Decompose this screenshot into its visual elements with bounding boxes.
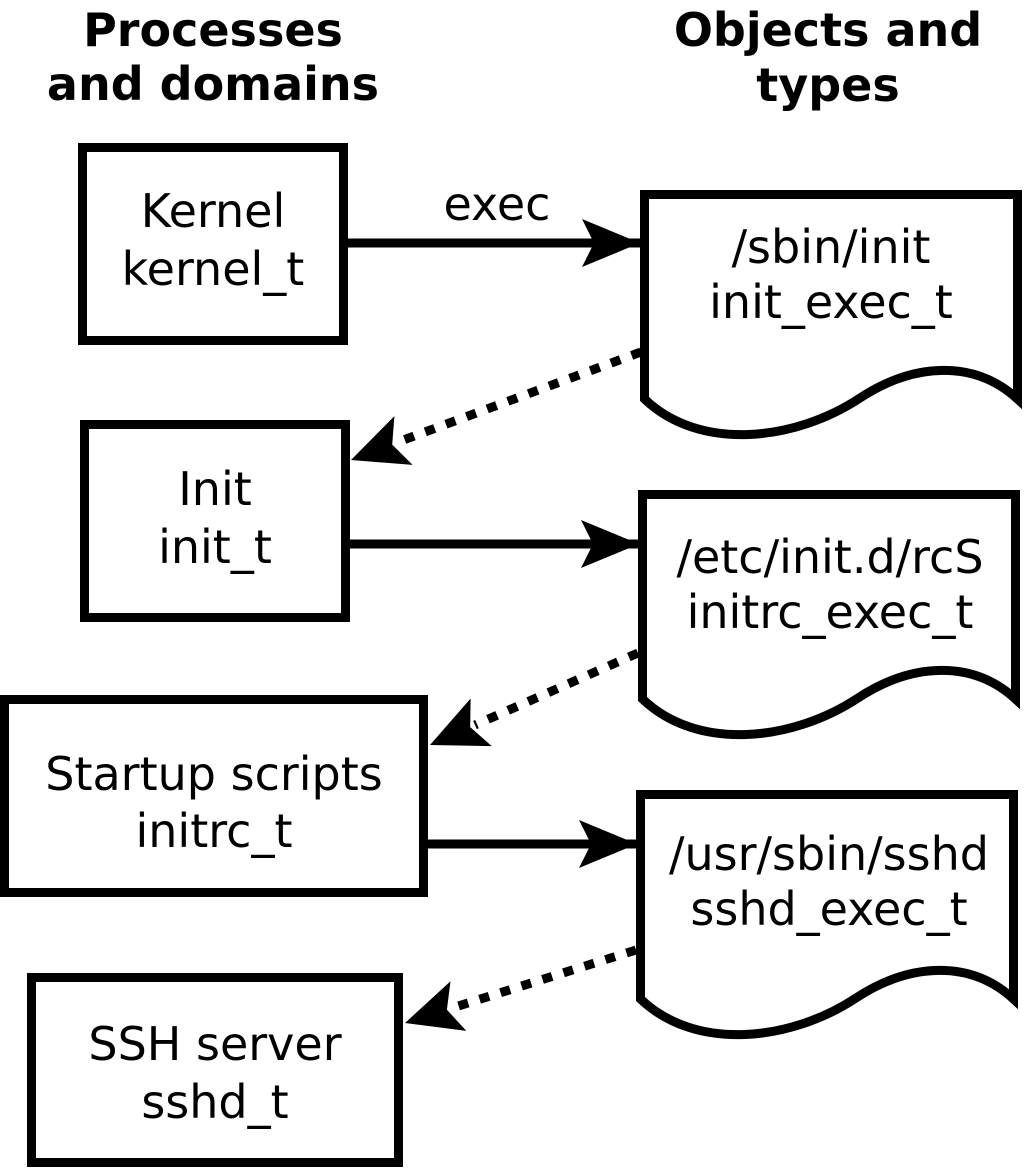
edge-sshd-exec-to-sshd-line — [450, 945, 638, 1013]
exec-edges: exec — [347, 177, 640, 868]
object-doc-initrc-exec-type: initrc_exec_t — [687, 585, 974, 639]
process-box-initrc-type: initrc_t — [136, 804, 293, 858]
left-column-header-line2: and domains — [47, 57, 379, 111]
right-column-header-line2: types — [756, 58, 899, 112]
process-box-init-type: init_t — [158, 520, 272, 574]
transition-edges — [351, 347, 643, 1031]
process-box-sshd-name: SSH server — [88, 1017, 341, 1071]
object-doc-init-exec-path: /sbin/init — [732, 220, 931, 274]
object-doc-initrc-exec-path: /etc/init.d/rcS — [676, 530, 983, 584]
process-box-sshd-type: sshd_t — [141, 1075, 288, 1129]
process-box-kernel-name: Kernel — [141, 184, 286, 238]
process-box-init-name: Init — [178, 462, 252, 516]
edge-initrc-exec-to-initrc-line — [473, 648, 640, 730]
edge-init-exec-to-init-line — [396, 347, 643, 447]
process-box-kernel — [78, 143, 348, 345]
left-column-header-line1: Processes — [83, 3, 343, 57]
edge-initrc-exec-to-initrc-arrowhead — [430, 698, 492, 747]
exec-edge-label: exec — [444, 177, 551, 231]
process-box-initrc — [0, 695, 428, 897]
right-column-header-line1: Objects and — [674, 3, 982, 57]
object-doc-sshd-exec-path: /usr/sbin/sshd — [669, 827, 989, 881]
edge-init-exec-to-init-arrowhead — [351, 416, 413, 465]
object-nodes: /sbin/init init_exec_t /etc/init.d/rcS i… — [641, 195, 1018, 1035]
process-box-kernel-type: kernel_t — [122, 242, 305, 296]
object-doc-init-exec-type: init_exec_t — [709, 275, 953, 329]
column-headers: Processes and domains Objects and types — [47, 3, 982, 112]
process-box-sshd — [27, 973, 403, 1167]
process-box-initrc-name: Startup scripts — [45, 747, 383, 801]
process-box-init — [80, 420, 350, 622]
edge-sshd-exec-to-sshd-arrowhead — [405, 981, 467, 1031]
object-doc-sshd-exec-type: sshd_exec_t — [690, 882, 967, 936]
process-nodes: Kernel kernel_t Init init_t Startup scri… — [0, 143, 428, 1167]
